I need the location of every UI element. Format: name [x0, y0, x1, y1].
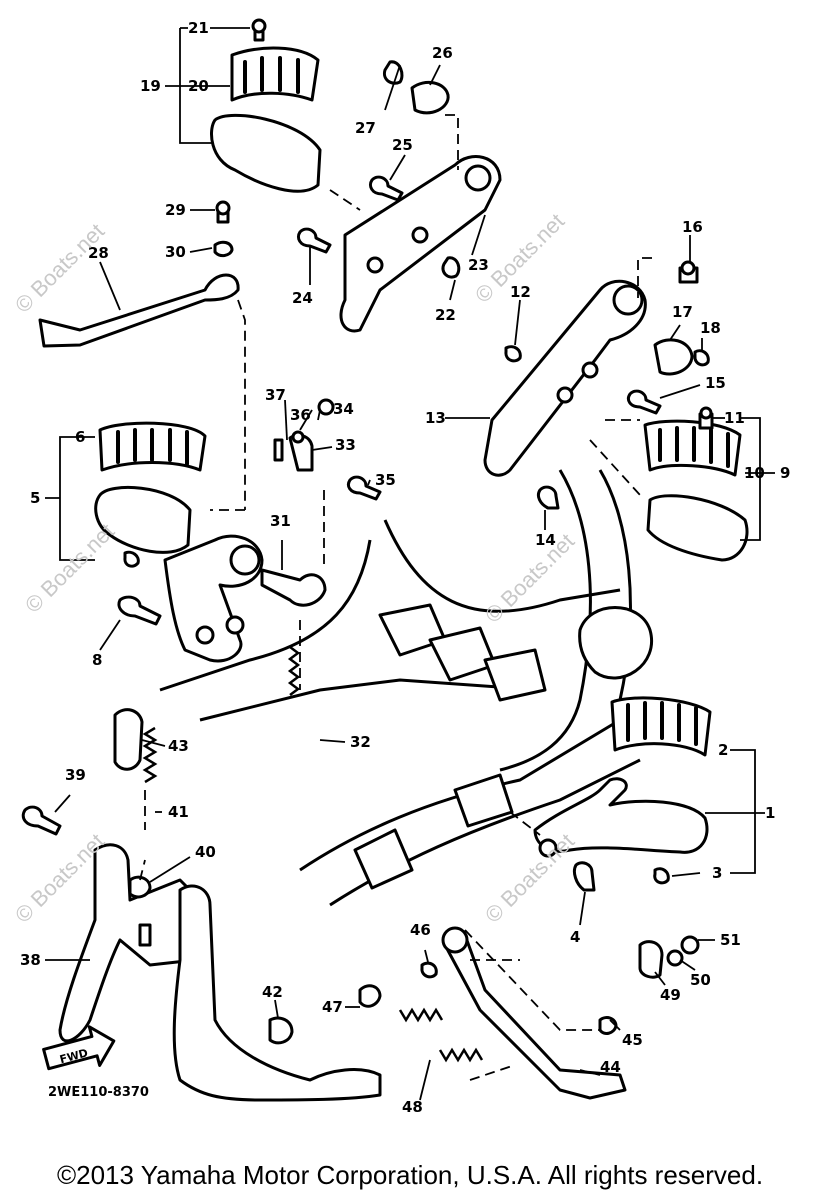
callout-48: 48 — [402, 1098, 423, 1116]
callout-12: 12 — [510, 283, 531, 301]
callout-28: 28 — [88, 244, 109, 262]
callout-8: 8 — [92, 651, 102, 669]
callout-4: 4 — [570, 928, 580, 946]
callout-45: 45 — [622, 1031, 643, 1049]
callout-9: 9 — [780, 464, 790, 482]
callout-23: 23 — [468, 256, 489, 274]
callout-14: 14 — [535, 531, 556, 549]
callout-6: 6 — [75, 428, 85, 446]
callout-19: 19 — [140, 77, 161, 95]
callout-51: 51 — [720, 931, 741, 949]
callout-30: 30 — [165, 243, 186, 261]
callout-34: 34 — [333, 400, 354, 418]
callout-26: 26 — [432, 44, 453, 62]
callout-numbers: 1 2 3 4 5 6 8 9 10 11 12 13 14 15 16 17 … — [20, 19, 790, 1116]
main-stand-bracket — [21, 708, 144, 836]
spring-32 — [287, 646, 301, 696]
callout-50: 50 — [690, 971, 711, 989]
callout-29: 29 — [165, 201, 186, 219]
callout-2: 2 — [718, 741, 728, 759]
frame-rails — [159, 469, 654, 907]
callout-1: 1 — [765, 804, 775, 822]
callout-49: 49 — [660, 986, 681, 1004]
callout-17: 17 — [672, 303, 693, 321]
spring-41 — [142, 726, 158, 784]
footrest-assembly-left-rear — [210, 18, 322, 193]
callout-39: 39 — [65, 766, 86, 784]
callout-40: 40 — [195, 843, 216, 861]
callout-32: 32 — [350, 733, 371, 751]
footrest-assembly-right — [643, 406, 749, 562]
footrest-bracket-right — [483, 260, 710, 510]
shift-linkage — [260, 398, 382, 607]
callout-5: 5 — [30, 489, 40, 507]
callout-25: 25 — [392, 136, 413, 154]
shift-pedal — [38, 200, 240, 348]
callout-38: 38 — [20, 951, 41, 969]
callout-15: 15 — [705, 374, 726, 392]
callout-10: 10 — [744, 464, 765, 482]
callout-43: 43 — [168, 737, 189, 755]
footrest-assembly-passenger — [533, 696, 712, 892]
callout-22: 22 — [435, 306, 456, 324]
side-stand — [420, 926, 700, 1100]
callout-33: 33 — [335, 436, 356, 454]
callout-42: 42 — [262, 983, 283, 1001]
callout-11: 11 — [724, 409, 745, 427]
callout-18: 18 — [700, 319, 721, 337]
copyright-notice: ©2013 Yamaha Motor Corporation, U.S.A. A… — [56, 1160, 764, 1190]
callout-27: 27 — [355, 119, 376, 137]
callout-20: 20 — [188, 77, 209, 95]
callout-36: 36 — [290, 406, 311, 424]
callout-3: 3 — [712, 864, 722, 882]
main-stand — [58, 843, 382, 1102]
callout-47: 47 — [322, 998, 343, 1016]
footrest-assembly-front-left — [94, 421, 264, 663]
callout-24: 24 — [292, 289, 313, 307]
callout-35: 35 — [375, 471, 396, 489]
callout-44: 44 — [600, 1058, 621, 1076]
callout-37: 37 — [265, 386, 286, 404]
fwd-arrow: FWD — [42, 1025, 116, 1071]
callout-41: 41 — [168, 803, 189, 821]
callout-21: 21 — [188, 19, 209, 37]
callout-16: 16 — [682, 218, 703, 236]
rear-footrest-bracket — [339, 60, 502, 333]
bolt-8 — [117, 595, 162, 626]
parts-diagram: FWD — [20, 18, 790, 1116]
callout-46: 46 — [410, 921, 431, 939]
drawing-code: 2WE110-8370 — [48, 1085, 149, 1100]
side-stand-springs — [358, 984, 484, 1063]
callout-31: 31 — [270, 512, 291, 530]
callout-13: 13 — [425, 409, 446, 427]
leader-lines — [45, 27, 775, 1101]
bolts-24-25 — [296, 175, 404, 254]
